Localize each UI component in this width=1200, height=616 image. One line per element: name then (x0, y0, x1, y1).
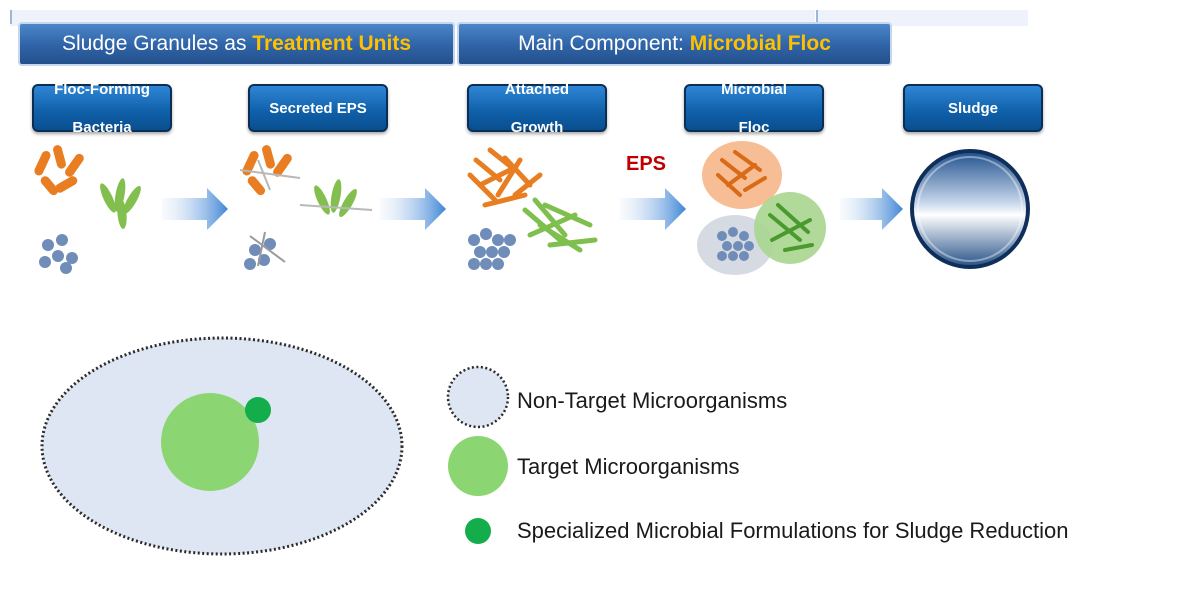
eps-label: EPS (626, 153, 667, 175)
target-population-icon (161, 393, 259, 491)
green-circle-icon (448, 436, 508, 496)
arrow-icon (840, 188, 903, 230)
small-green-dot-icon (465, 518, 491, 544)
arrow-icon (162, 188, 228, 230)
stage-sludge: Sludge (903, 84, 1043, 132)
stage-secreted-eps: Secreted EPS (248, 84, 388, 132)
stage-4-line1: Microbial (721, 80, 787, 98)
stage-5-line1: Sludge (947, 99, 998, 117)
banner-left-prefix: Sludge Granules as (62, 32, 253, 55)
dotted-circle-icon (446, 365, 510, 429)
banner-right-prefix: Main Component: (518, 32, 690, 55)
legend-icons (446, 365, 510, 544)
stage-3-line2: Growth (510, 118, 564, 136)
stage-2-line1: Secreted EPS (269, 99, 367, 117)
arrow-icon (620, 188, 686, 230)
stage-1-line1: Floc-Forming (54, 80, 150, 98)
microbial-floc-icon (697, 141, 826, 275)
attached-growth-icon (467, 147, 598, 270)
top-tick-right (816, 10, 818, 24)
legend-target-label: Target Microorganisms (517, 454, 740, 479)
top-tick-left (10, 10, 12, 24)
legend-non-target-label: Non-Target Microorganisms (517, 388, 788, 413)
banner-microbial-floc: Main Component: Microbial Floc (457, 22, 892, 66)
stage-4-line2: Floc (738, 118, 770, 136)
banner-treatment-units: Sludge Granules as Treatment Units (18, 22, 455, 66)
legend-specialized-label: Specialized Microbial Formulations for S… (517, 518, 1069, 543)
arrow-icon (380, 188, 446, 230)
process-arrows (162, 188, 903, 230)
banner-right-highlight: Microbial Floc (689, 32, 831, 55)
stage-1-line2: Bacteria (72, 118, 132, 136)
sludge-icon (910, 149, 1030, 269)
banner-left-highlight: Treatment Units (252, 32, 411, 55)
stage-3-line1: Attached (504, 80, 570, 98)
specialized-formulation-icon (245, 397, 271, 423)
secreted-eps-icon (239, 145, 373, 270)
floc-forming-bacteria-icon (34, 145, 141, 274)
microorganism-diagram (40, 336, 404, 556)
